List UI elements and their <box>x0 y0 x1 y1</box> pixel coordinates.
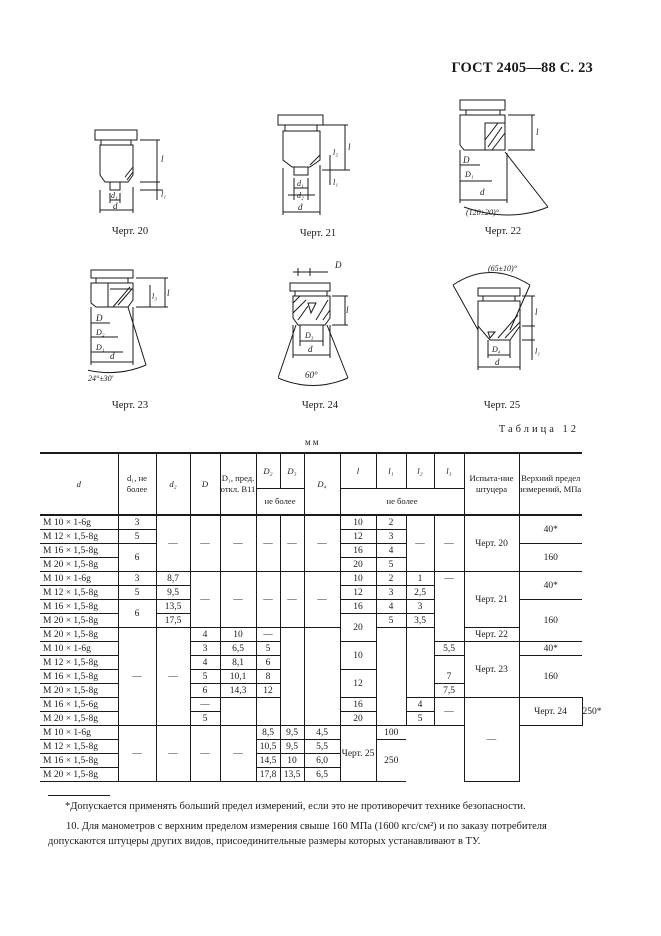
svg-text:D₄: D₄ <box>491 345 501 354</box>
svg-text:l: l <box>346 305 349 315</box>
svg-text:D₁: D₁ <box>95 343 105 352</box>
table-row: M 12 × 1,5-8g 5 9,5 12 3 2,5 <box>40 585 582 642</box>
table-12: d d₁, не более d₂ D D₁, пред. откл. B11 … <box>40 452 602 782</box>
table-row: M 10 × 1-6g — — — — 8,5 9,5 4,5 Черт. 25… <box>40 725 582 782</box>
figure-21-drawing: l l₂ l₁ d₁ d₂ d <box>270 110 360 225</box>
svg-text:d: d <box>298 202 303 212</box>
header-D1: D₁, пред. откл. B11 <box>219 452 257 516</box>
table-row: M 12 × 1,5-8g 10,5 9,5 5,5 250 <box>40 739 582 782</box>
svg-text:D₁: D₁ <box>464 170 474 179</box>
header-D2D3-not-more: не более <box>256 488 305 516</box>
svg-text:d: d <box>110 351 115 361</box>
header-l2: l₂ <box>405 452 435 490</box>
table-row: M 10 × 1-6g 3 — — — — — — 10 2 — — Черт.… <box>40 514 582 572</box>
svg-text:D₂: D₂ <box>95 328 105 337</box>
svg-text:D: D <box>95 313 103 323</box>
header-l1: l₁ <box>375 452 407 490</box>
table-row: M 16 × 1,5-6g — 16 4 — — Черт. 24 250* <box>40 697 602 782</box>
table-row: M 20 × 1,5-8g 17,5 20 5 3,5 <box>40 613 582 642</box>
svg-text:d: d <box>308 344 313 354</box>
svg-text:l₂: l₂ <box>333 148 338 157</box>
header-l-not-more: не более <box>339 488 464 516</box>
svg-text:l₁: l₁ <box>535 347 540 356</box>
svg-text:l: l <box>535 307 538 317</box>
svg-text:l₁: l₁ <box>333 178 338 187</box>
paragraph-10: 10. Для манометров с верхним пределом из… <box>48 821 547 847</box>
header-upper-limit: Верхний предел измерений, МПа <box>518 452 582 516</box>
table-units: мм <box>305 437 321 447</box>
svg-text:d: d <box>495 357 500 367</box>
table-row: M 20 × 1,5-8g 17,8 13,5 6,5 <box>40 767 582 782</box>
figure-23-caption: Черт. 23 <box>111 400 149 411</box>
table-row: M 12 × 1,5-8g 4 8,1 6 7 160 <box>40 655 582 698</box>
svg-text:d₂: d₂ <box>297 191 304 200</box>
header-D2: D₂ <box>255 452 281 490</box>
svg-text:(65±10)°: (65±10)° <box>488 264 518 273</box>
table-row: M 10 × 1-6g 3 6,5 5 10 5,5 Черт. 23 40* <box>40 641 582 698</box>
header-fitting: Испыта-ние штуцера <box>463 452 520 516</box>
header-D: D <box>189 452 221 516</box>
svg-text:60°: 60° <box>305 370 318 380</box>
svg-text:d₁: d₁ <box>111 191 118 200</box>
svg-text:l: l <box>161 154 164 164</box>
svg-text:l: l <box>348 142 351 152</box>
figure-24-drawing: D l D₃ d 60° <box>278 258 363 388</box>
svg-text:l₁: l₁ <box>161 190 166 199</box>
svg-text:d: d <box>113 201 118 211</box>
header-d1: d₁, не более <box>117 452 157 516</box>
svg-text:l: l <box>167 288 170 298</box>
figure-22-drawing: l D D₁ d (120±20)° <box>450 95 550 220</box>
table-caption: Таблица 12 <box>498 424 579 435</box>
svg-text:D: D <box>334 260 342 270</box>
figure-24-caption: Черт. 24 <box>301 400 339 411</box>
table-row: M 16 × 1,5-8g 14,5 10 6,0 <box>40 753 582 768</box>
header-D3: D₃ <box>279 452 305 490</box>
figure-25-drawing: (65±10)° l l₁ D₄ d <box>450 260 545 380</box>
svg-text:d: d <box>480 187 485 197</box>
svg-text:D: D <box>462 155 470 165</box>
header-l3: l₃ <box>433 452 465 490</box>
header-d2: d₂ <box>155 452 191 516</box>
figure-22-caption: Черт. 22 <box>484 226 522 237</box>
table-row: M 10 × 1-6g 3 8,7 — — — — — 10 2 1 — Чер… <box>40 571 582 628</box>
footnote: *Допускается применять больший предел из… <box>65 801 526 812</box>
table-row: M 20 × 1,5-8g 20 5 <box>40 557 582 572</box>
table-row: M 20 × 1,5-8g — — 4 10 — Черт. 22 <box>40 627 582 726</box>
header-l: l <box>339 452 377 490</box>
svg-text:24°±30': 24°±30' <box>88 374 114 383</box>
footnote-divider <box>48 795 110 796</box>
page-header: ГОСТ 2405—88 С. 23 <box>451 60 593 76</box>
figure-23-drawing: l l₃ D D₂ D₁ d 24°±30' <box>88 265 183 385</box>
svg-text:D₃: D₃ <box>304 331 314 340</box>
figure-21-caption: Черт. 21 <box>299 228 337 239</box>
figure-25-caption: Черт. 25 <box>483 400 521 411</box>
table-row: M 16 × 1,5-8g 6 13,5 16 4 3 160 <box>40 599 582 642</box>
svg-text:l: l <box>536 127 539 137</box>
figure-20-caption: Черт. 20 <box>111 226 149 237</box>
figure-20-drawing: l l₁ d₁ d <box>85 125 175 225</box>
svg-text:l₃: l₃ <box>152 292 157 301</box>
svg-text:(120±20)°: (120±20)° <box>466 208 500 217</box>
header-D4: D₄ <box>303 452 341 516</box>
svg-text:d₁: d₁ <box>297 179 304 188</box>
header-d: d <box>40 452 119 516</box>
table-row: M 20 × 1,5-8g 5 20 5 <box>40 711 582 726</box>
